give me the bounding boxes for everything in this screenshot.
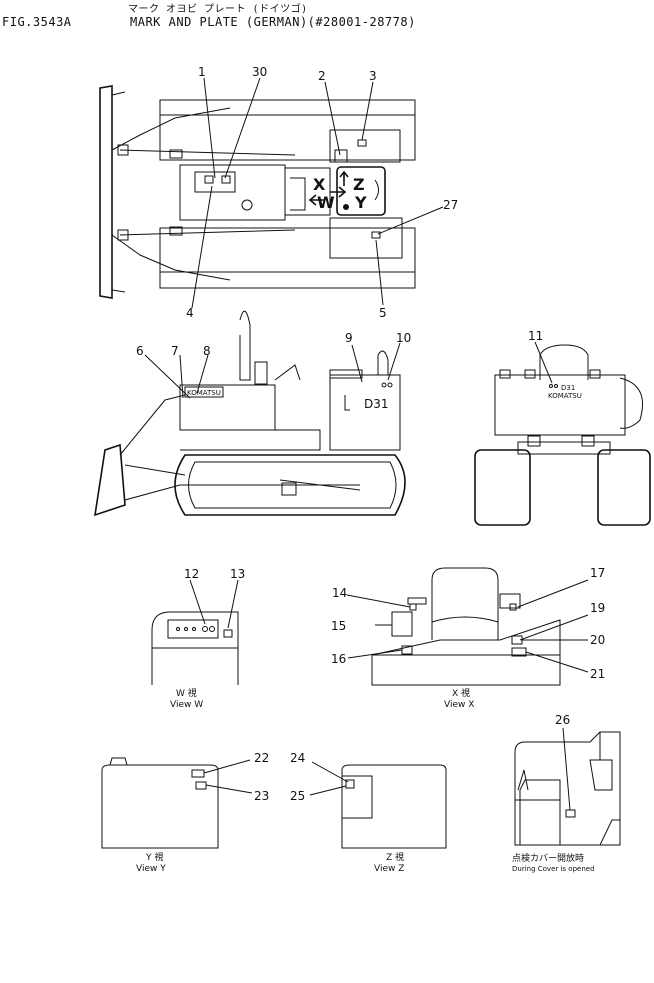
callout-5: 5 bbox=[379, 306, 387, 320]
view-w-jp: W 視 bbox=[176, 687, 197, 699]
callout-15: 15 bbox=[331, 619, 346, 633]
cover-opened-view: 26 点検カバー開放時 During Cover is opened bbox=[512, 713, 621, 873]
callout-1: 1 bbox=[198, 65, 206, 79]
callout-8: 8 bbox=[203, 344, 211, 358]
callout-12: 12 bbox=[184, 567, 199, 581]
view-letter-y: Y bbox=[354, 193, 367, 212]
callout-7: 7 bbox=[171, 344, 179, 358]
callout-19: 19 bbox=[590, 601, 605, 615]
view-letter-z: Z bbox=[353, 175, 365, 194]
callout-16: 16 bbox=[331, 652, 346, 666]
view-z-caption: View Z bbox=[374, 864, 404, 874]
view-x-jp: X 視 bbox=[452, 687, 470, 699]
callout-11: 11 bbox=[528, 329, 543, 343]
side-brand-mark: KOMATSU bbox=[187, 389, 221, 397]
view-y-jp: Y 視 bbox=[145, 851, 163, 863]
cover-caption: During Cover is opened bbox=[512, 865, 595, 873]
top-view-bulldozer: X W Z Y 1 30 2 3 27 5 4 bbox=[99, 65, 458, 320]
callout-21: 21 bbox=[590, 667, 605, 681]
callout-25: 25 bbox=[290, 789, 305, 803]
callout-22: 22 bbox=[254, 751, 269, 765]
callout-30: 30 bbox=[252, 65, 267, 79]
cover-caption-jp: 点検カバー開放時 bbox=[512, 852, 584, 864]
header-jp-title: マーク オヨビ プレート (ドイツゴ) bbox=[128, 4, 308, 15]
view-letter-w: W bbox=[317, 193, 335, 212]
callout-27: 27 bbox=[443, 198, 458, 212]
view-w: 12 13 W 視 View W bbox=[151, 567, 245, 710]
callout-10: 10 bbox=[396, 331, 411, 345]
rear-view-bulldozer: D31 KOMATSU 11 bbox=[474, 329, 651, 526]
view-y: 22 23 Y 視 View Y bbox=[101, 751, 269, 874]
callout-17: 17 bbox=[590, 566, 605, 580]
figure-title: MARK AND PLATE (GERMAN)(#28001-28778) bbox=[130, 15, 416, 29]
callout-3: 3 bbox=[369, 69, 377, 83]
callout-4: 4 bbox=[186, 306, 194, 320]
view-letter-x: X bbox=[313, 175, 326, 194]
figure-number: FIG.3543A bbox=[2, 15, 72, 29]
callout-23: 23 bbox=[254, 789, 269, 803]
callout-6: 6 bbox=[136, 344, 144, 358]
view-x: 14 15 16 17 19 20 21 X 視 View X bbox=[331, 566, 605, 710]
callout-14: 14 bbox=[332, 586, 347, 600]
callout-26: 26 bbox=[555, 713, 570, 727]
view-z: 24 25 Z 視 View Z bbox=[290, 751, 447, 874]
callout-2: 2 bbox=[318, 69, 326, 83]
callout-20: 20 bbox=[590, 633, 605, 647]
view-x-caption: View X bbox=[444, 700, 474, 710]
callout-9: 9 bbox=[345, 331, 353, 345]
side-model-mark: D31 bbox=[364, 397, 389, 411]
callout-24: 24 bbox=[290, 751, 305, 765]
view-w-caption: View W bbox=[170, 700, 203, 710]
rear-brand-mark: KOMATSU bbox=[548, 392, 582, 400]
view-y-caption: View Y bbox=[136, 864, 166, 874]
view-z-jp: Z 視 bbox=[386, 851, 404, 863]
callout-13: 13 bbox=[230, 567, 245, 581]
side-view-bulldozer: KOMATSU D31 6 7 8 9 10 bbox=[94, 310, 411, 517]
rear-model-mark: D31 bbox=[561, 384, 575, 392]
